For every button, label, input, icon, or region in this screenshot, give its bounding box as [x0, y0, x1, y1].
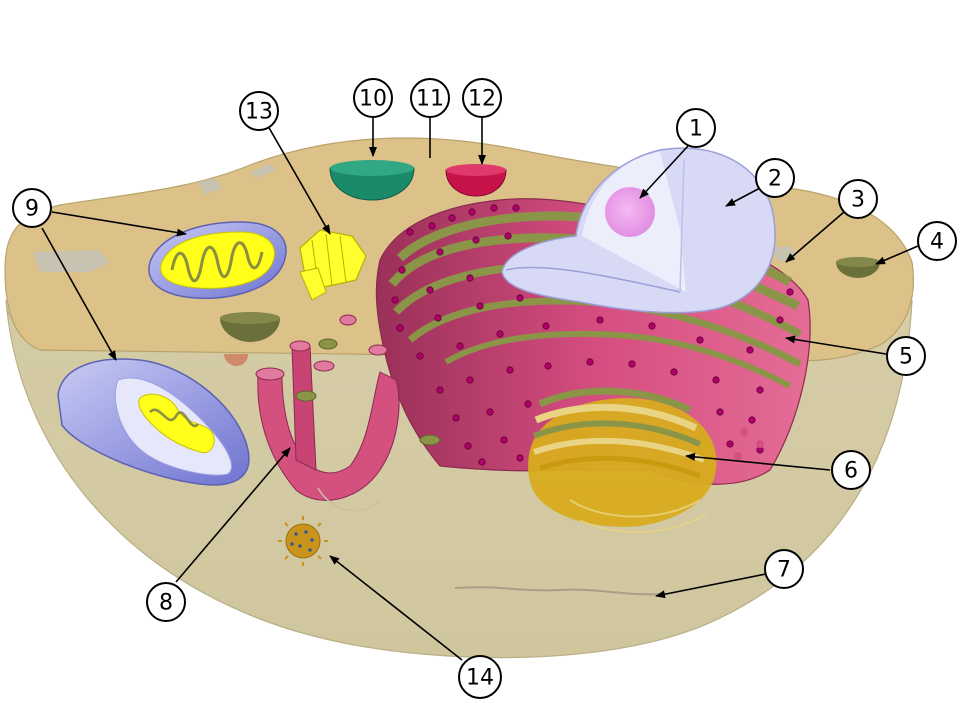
callout-6: 6 — [831, 450, 871, 490]
label-12: 12 — [468, 87, 496, 112]
nucleolus — [605, 187, 655, 237]
leader-13 — [267, 125, 331, 235]
label-10: 10 — [359, 87, 387, 112]
callout-1: 1 — [676, 108, 716, 148]
leader-14 — [329, 555, 463, 661]
leader-1 — [639, 145, 689, 199]
label-5: 5 — [899, 345, 913, 370]
leader-6 — [685, 452, 831, 471]
callout-8: 8 — [146, 582, 186, 622]
label-7: 7 — [777, 558, 791, 583]
label-8: 8 — [159, 591, 173, 616]
centrosome — [278, 516, 328, 566]
label-14: 14 — [466, 666, 494, 691]
lysosome-rim — [446, 164, 506, 176]
microtubule — [454, 586, 661, 596]
leader-7 — [655, 573, 767, 599]
centriole — [299, 229, 367, 301]
callout-10: 10 — [353, 78, 393, 118]
callout-7: 7 — [764, 549, 804, 589]
callout-5: 5 — [886, 336, 926, 376]
peroxisome-rim — [836, 257, 880, 267]
callout-4: 4 — [917, 221, 957, 261]
vacuole — [220, 318, 280, 342]
label-6: 6 — [844, 459, 858, 484]
callout-12: 12 — [462, 78, 502, 118]
label-1: 1 — [689, 117, 703, 142]
nucleus — [501, 147, 776, 314]
leader-9b — [41, 227, 117, 361]
smooth-er — [255, 314, 441, 512]
surface-patch — [198, 178, 222, 195]
surface-patch — [250, 164, 276, 178]
leader-8 — [175, 447, 291, 583]
leader-5 — [785, 335, 887, 355]
label-11: 11 — [416, 87, 444, 112]
mitochondrion-lower — [57, 358, 250, 486]
callout-13: 13 — [239, 91, 279, 131]
leader-3 — [785, 211, 845, 263]
label-13: 13 — [245, 100, 273, 125]
lysosome — [445, 169, 507, 197]
ribosomes — [391, 204, 794, 466]
vesicle-rim — [330, 160, 414, 176]
leader-lines — [41, 118, 919, 661]
leader-4 — [875, 245, 919, 265]
mitochondrion-upper — [148, 221, 287, 299]
small-vesicle — [224, 354, 248, 366]
callout-3: 3 — [838, 179, 878, 219]
label-2: 2 — [768, 167, 782, 192]
vacuole-rim — [220, 312, 280, 324]
callout-14: 14 — [458, 655, 502, 699]
leader-9a — [51, 211, 187, 237]
label-3: 3 — [851, 188, 865, 213]
secretory-vesicle — [329, 167, 415, 201]
golgi-apparatus — [528, 387, 764, 533]
label-9: 9 — [25, 197, 39, 222]
callout-2: 2 — [755, 158, 795, 198]
label-4: 4 — [930, 230, 944, 255]
callout-11: 11 — [410, 78, 450, 118]
leader-2 — [725, 187, 761, 207]
surface-patch — [33, 250, 110, 272]
callout-9: 9 — [12, 188, 52, 228]
